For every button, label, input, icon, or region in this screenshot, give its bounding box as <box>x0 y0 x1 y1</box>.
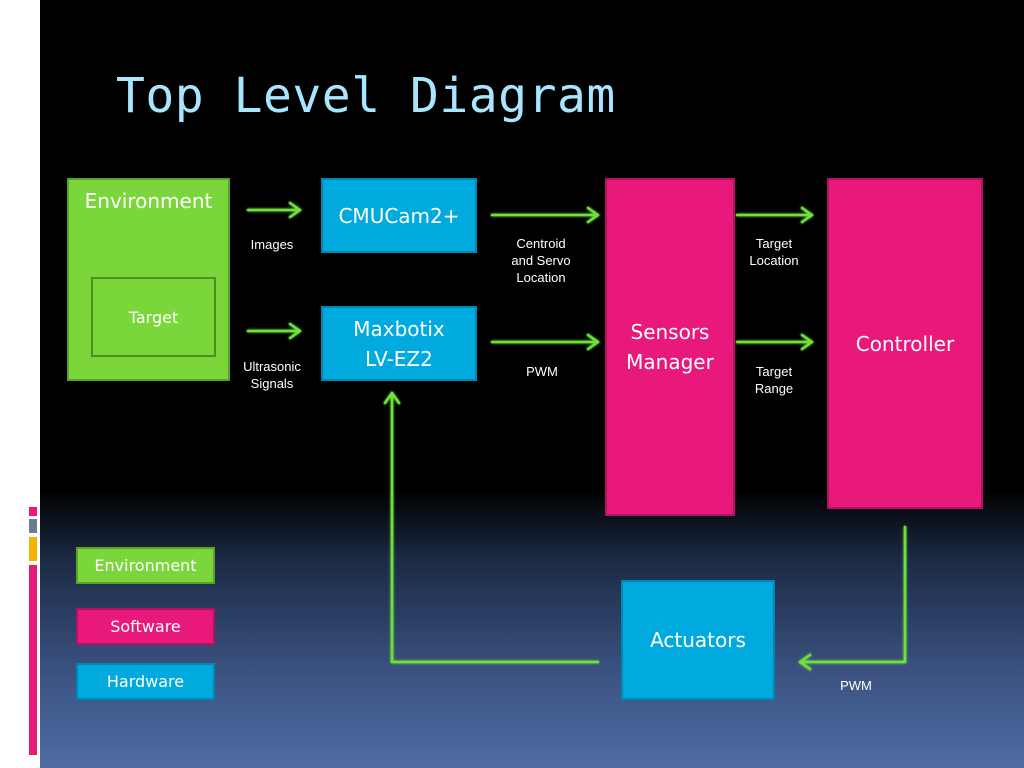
edge-label-pwm-maxbotix: PWM <box>526 364 558 379</box>
legend-hardware: Hardware <box>76 663 215 700</box>
legend-software: Software <box>76 608 215 645</box>
edge-label-ultrasonic-signals: Ultrasonic Signals <box>243 359 301 391</box>
accent-bar-pink <box>29 507 37 516</box>
edge-label-images: Images <box>250 237 294 252</box>
maxbotix-label-line1: Maxbotix <box>353 316 445 341</box>
cmucam-label: CMUCam2+ <box>338 203 460 228</box>
accent-bar-gray <box>29 519 37 533</box>
arrow-cmucam-to-sensors-manager <box>490 206 600 224</box>
edge-label-target-range: Target Range <box>754 364 794 396</box>
controller-block: Controller <box>827 178 983 509</box>
arrow-sensors-manager-to-controller-range <box>735 333 814 351</box>
actuators-label: Actuators <box>650 628 746 652</box>
edge-label-pwm-actuators: PWM <box>840 678 872 693</box>
sensors-manager-block: Sensors Manager <box>605 178 735 516</box>
environment-label: Environment <box>84 189 213 213</box>
arrow-environment-to-cmucam <box>246 201 302 219</box>
cmucam-block: CMUCam2+ <box>321 178 477 253</box>
arrow-controller-to-actuators <box>798 525 907 671</box>
sensors-manager-label-line1: Sensors <box>630 320 710 344</box>
legend-environment: Environment <box>76 547 215 584</box>
actuators-block: Actuators <box>621 580 775 700</box>
arrow-actuators-to-maxbotix <box>383 391 600 664</box>
maxbotix-label-line2: LV-EZ2 <box>365 346 433 371</box>
target-block: Target <box>91 277 216 357</box>
maxbotix-block: Maxbotix LV-EZ2 <box>321 306 477 381</box>
controller-label: Controller <box>855 331 955 356</box>
edge-label-centroid-servo-location: Centroid and Servo Location <box>511 236 571 285</box>
target-label: Target <box>128 307 179 327</box>
slide-title: Top Level Diagram <box>116 68 616 124</box>
edge-label-target-location: Target Location <box>749 236 799 268</box>
sensors-manager-label-line2: Manager <box>626 350 714 374</box>
arrow-sensors-manager-to-controller-location <box>735 206 814 224</box>
arrow-environment-to-maxbotix <box>246 322 302 340</box>
arrow-maxbotix-to-sensors-manager <box>490 333 600 351</box>
accent-bar-pink-long <box>29 565 37 755</box>
accent-bar-orange <box>29 537 37 561</box>
